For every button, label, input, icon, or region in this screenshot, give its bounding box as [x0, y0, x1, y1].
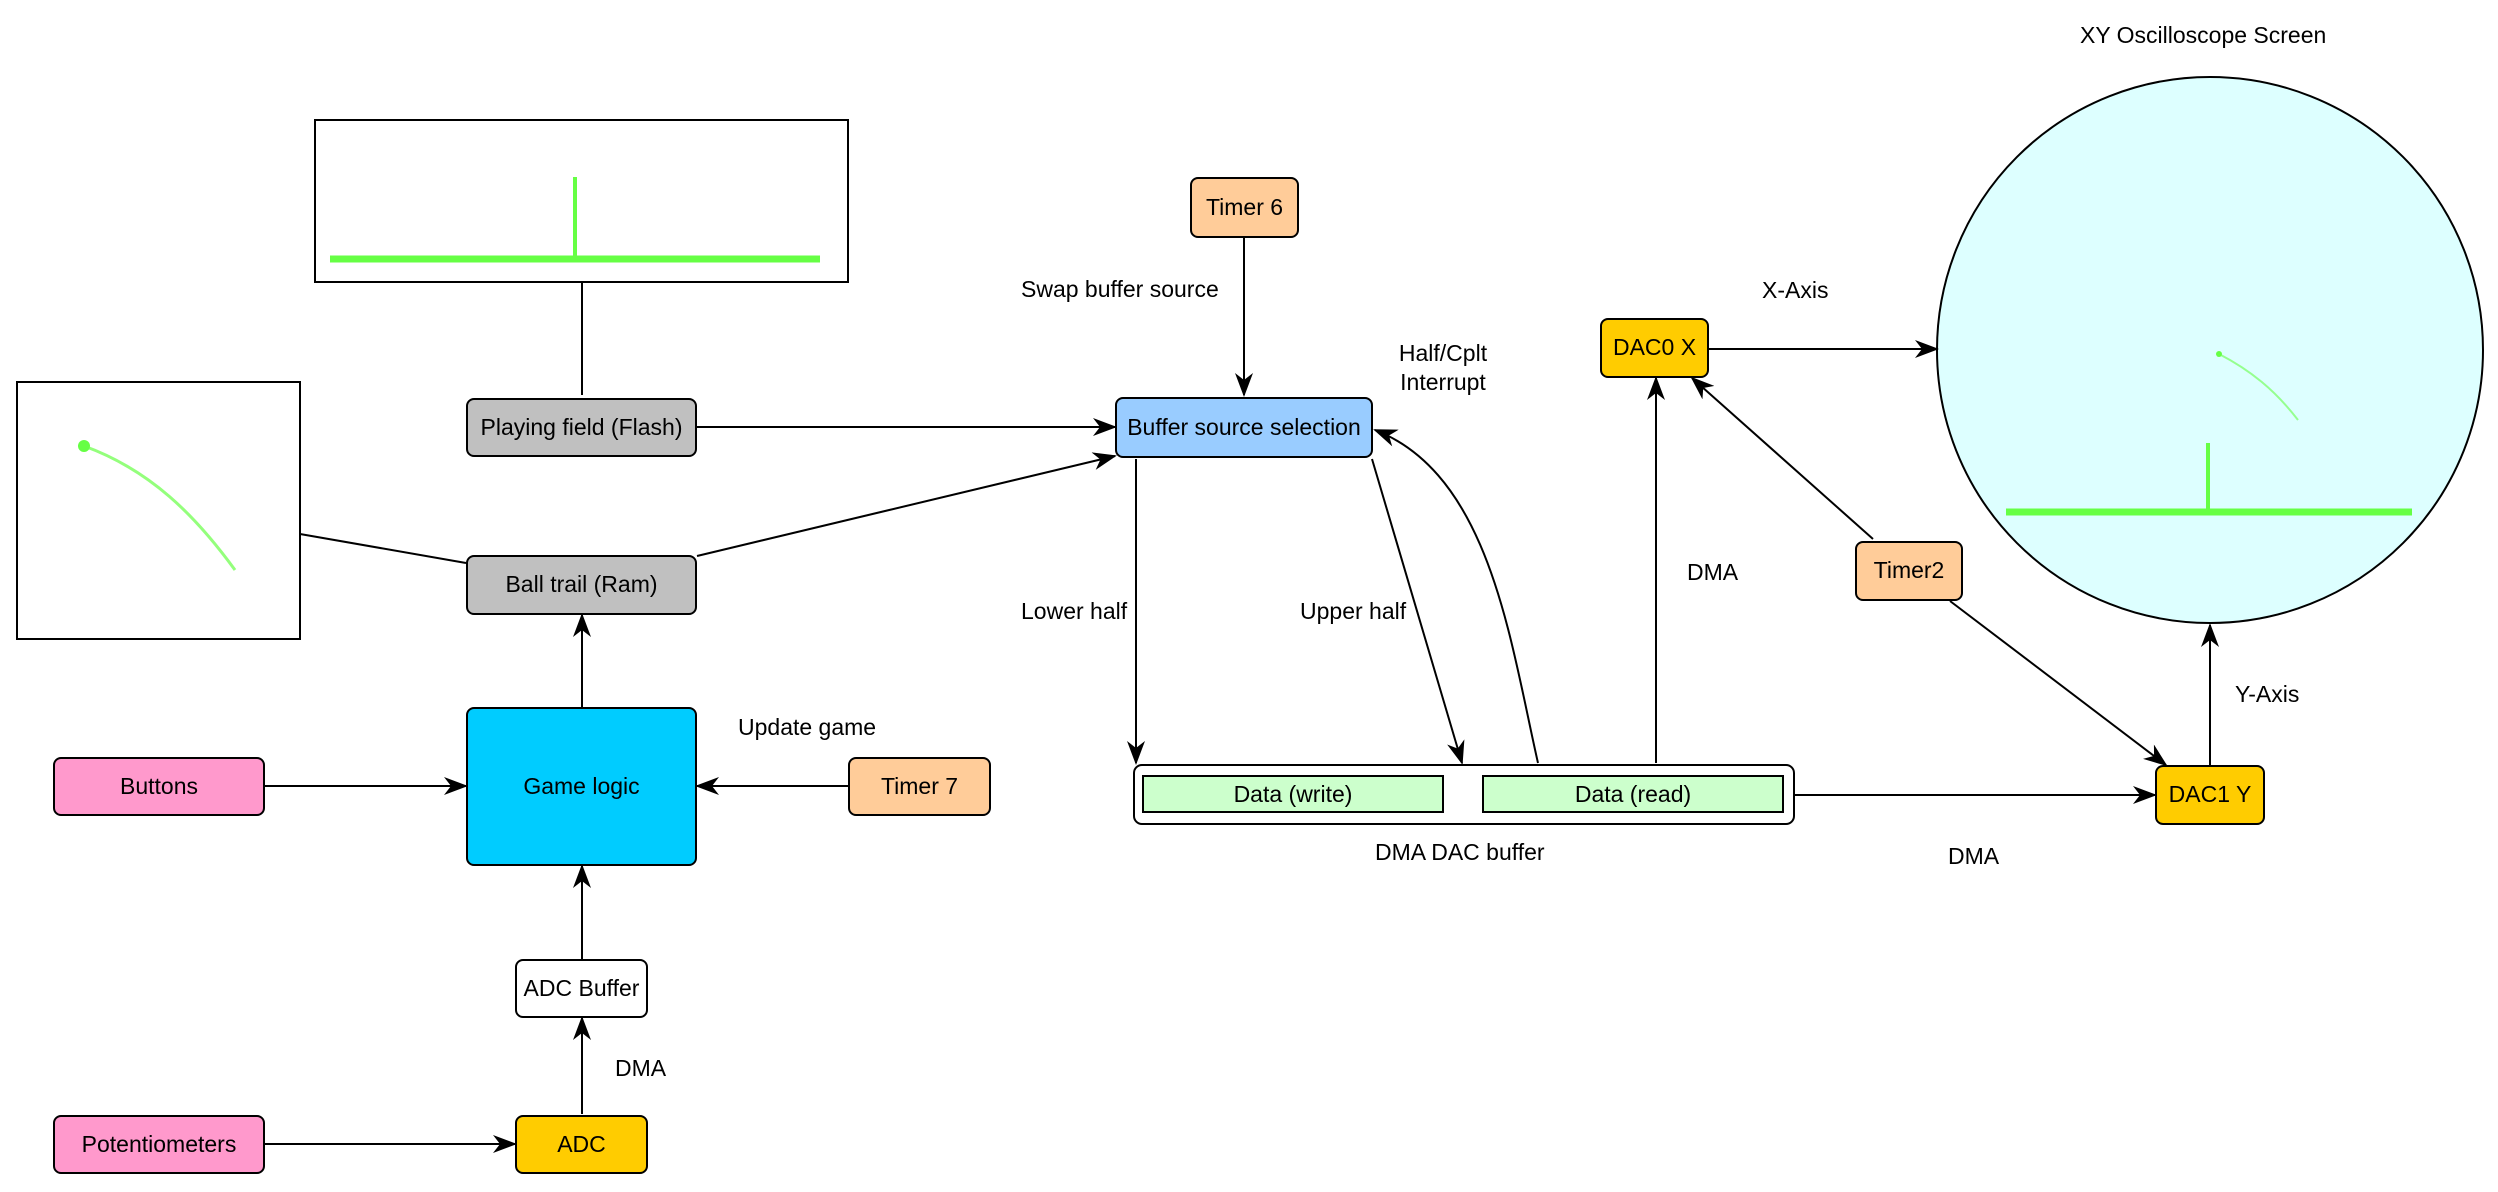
label-update-game: Update game [738, 714, 877, 740]
line-ball-trail-to-preview [299, 533, 467, 564]
label-lower-half: Lower half [1021, 598, 1128, 624]
label-x-axis: X-Axis [1762, 277, 1829, 303]
timer7-node: Timer 7 [848, 757, 991, 816]
timer2-node: Timer2 [1855, 541, 1963, 601]
data-read-cell: Data (read) [1482, 775, 1784, 813]
ball-trail-preview [16, 381, 301, 640]
adc-buffer-node: ADC Buffer [515, 959, 648, 1018]
arrow-ball-trail-to-buffer-source [696, 452, 1117, 557]
arrow-timer2-to-dac0 [1690, 376, 1874, 540]
label-swap-buffer-source: Swap buffer source [1021, 276, 1219, 302]
game-logic-node: Game logic [466, 707, 697, 866]
dac1-y-node: DAC1 Y [2155, 765, 2265, 825]
label-dma-dac1: DMA [1948, 843, 2000, 869]
label-half-cplt-line2: Interrupt [1400, 368, 1486, 395]
timer6-node: Timer 6 [1190, 177, 1299, 238]
playing-field-node: Playing field (Flash) [466, 398, 697, 457]
label-half-cplt-interrupt: Half/Cplt Interrupt [1383, 339, 1503, 397]
arrow-timer2-to-dac1 [1949, 600, 2168, 767]
label-dma-dac0: DMA [1687, 559, 1739, 585]
label-dma-adc: DMA [615, 1055, 667, 1081]
label-half-cplt-line1: Half/Cplt [1398, 340, 1488, 366]
arrow-upper-half [1371, 458, 1465, 765]
buttons-node: Buttons [53, 757, 265, 816]
arrow-half-cplt-interrupt [1373, 429, 1539, 764]
label-oscilloscope-title: XY Oscilloscope Screen [2080, 22, 2327, 48]
oscilloscope-screen [1936, 76, 2484, 624]
ball-trail-node: Ball trail (Ram) [466, 555, 697, 615]
dac0-x-node: DAC0 X [1600, 318, 1709, 378]
potentiometers-node: Potentiometers [53, 1115, 265, 1174]
label-y-axis: Y-Axis [2235, 681, 2300, 707]
adc-node: ADC [515, 1115, 648, 1174]
data-write-cell: Data (write) [1142, 775, 1444, 813]
playing-field-preview [314, 119, 849, 283]
label-upper-half: Upper half [1300, 598, 1407, 624]
buffer-source-selection-node: Buffer source selection [1115, 397, 1373, 458]
label-dma-dac-buffer: DMA DAC buffer [1375, 839, 1545, 865]
